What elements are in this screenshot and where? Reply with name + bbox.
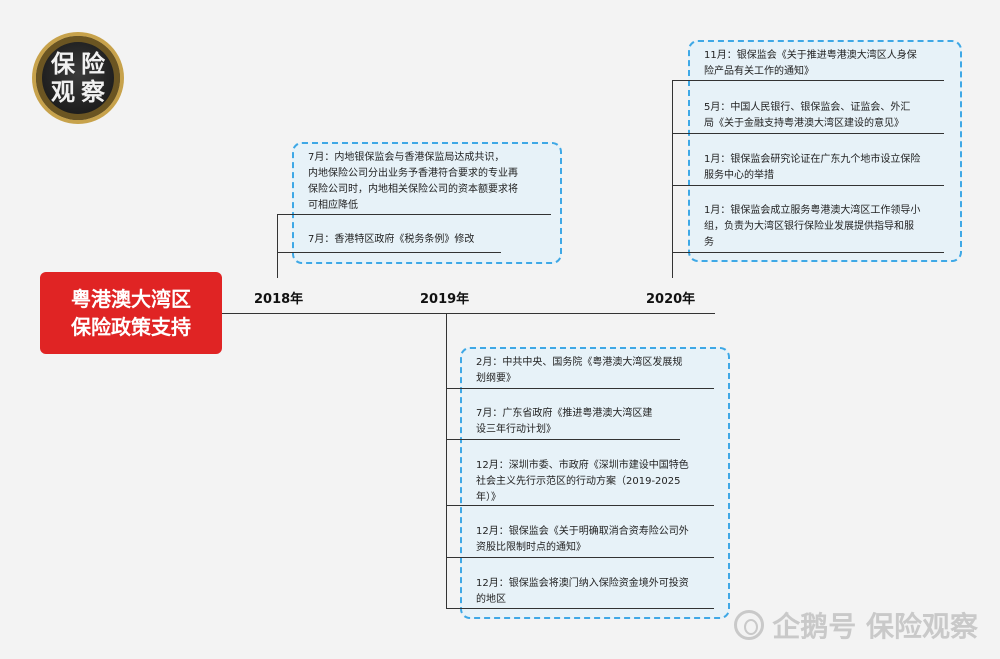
item-2018-1: 7月：内地银保监会与香港保监局达成共识， 内地保险公司分出业务予香港符合要求的专… [308, 152, 518, 211]
year-2019: 2019年 [420, 292, 470, 307]
logo-char: 保 [51, 50, 75, 78]
group-2018 [292, 142, 562, 264]
item-2020-underline [672, 252, 944, 253]
item-2019-4: 12月：银保监会《关于明确取消合资寿险公司外 资股比限制时点的通知》 [476, 526, 689, 553]
item-2020-2: 5月：中国人民银行、银保监会、证监会、外汇 局《关于金融支持粤港澳大湾区建设的意… [704, 102, 911, 129]
item-2020-3: 1月：银保监会研究论证在广东九个地市设立保险 服务中心的举措 [704, 154, 921, 181]
central-topic: 粤港澳大湾区 保险政策支持 [40, 272, 222, 354]
item-2018-underline [277, 252, 501, 253]
penguin-icon [734, 610, 765, 640]
group-2020 [688, 40, 962, 262]
branch-2018-stem [277, 214, 278, 278]
item-2019-underline [446, 608, 714, 609]
item-2020-1: 11月：银保监会《关于推进粤港澳大湾区人身保 险产品有关工作的通知》 [704, 50, 917, 77]
branch-2020-stem [672, 80, 673, 278]
year-2020: 2020年 [646, 292, 696, 307]
item-2020-underline [672, 185, 944, 186]
item-2019-2: 7月：广东省政府《推进粤港澳大湾区建 设三年行动计划》 [476, 408, 653, 435]
item-2019-underline [446, 439, 680, 440]
logo-char: 观 [51, 78, 75, 106]
item-2020-underline [672, 80, 944, 81]
item-2019-underline [446, 505, 714, 506]
item-2018-2: 7月：香港特区政府《税务条例》修改 [308, 234, 475, 245]
central-topic-line1: 粤港澳大湾区 [71, 287, 191, 311]
logo-seal: 保 险 观 察 [36, 36, 120, 120]
timeline-axis [222, 313, 715, 314]
logo-char: 察 [81, 78, 105, 106]
central-topic-line2: 保险政策支持 [71, 315, 191, 339]
logo-char: 险 [81, 50, 105, 78]
year-2018: 2018年 [254, 292, 304, 307]
item-2019-5: 12月：银保监会将澳门纳入保险资金境外可投资 的地区 [476, 578, 689, 605]
watermark-text: 企鹅号 保险观察 [772, 610, 978, 643]
item-2019-underline [446, 388, 714, 389]
group-2019 [460, 347, 730, 619]
branch-2019-stem [446, 313, 447, 609]
item-2020-4: 1月：银保监会成立服务粤港澳大湾区工作领导小 组，负责为大湾区银行保险业发展提供… [704, 205, 921, 248]
item-2020-underline [672, 133, 944, 134]
item-2019-3: 12月：深圳市委、市政府《深圳市建设中国特色 社会主义先行示范区的行动方案（20… [476, 460, 689, 503]
item-2019-underline [446, 557, 714, 558]
item-2019-1: 2月：中共中央、国务院《粤港澳大湾区发展规 划纲要》 [476, 357, 683, 384]
item-2018-underline [277, 214, 551, 215]
watermark: 企鹅号 保险观察 [734, 605, 978, 645]
